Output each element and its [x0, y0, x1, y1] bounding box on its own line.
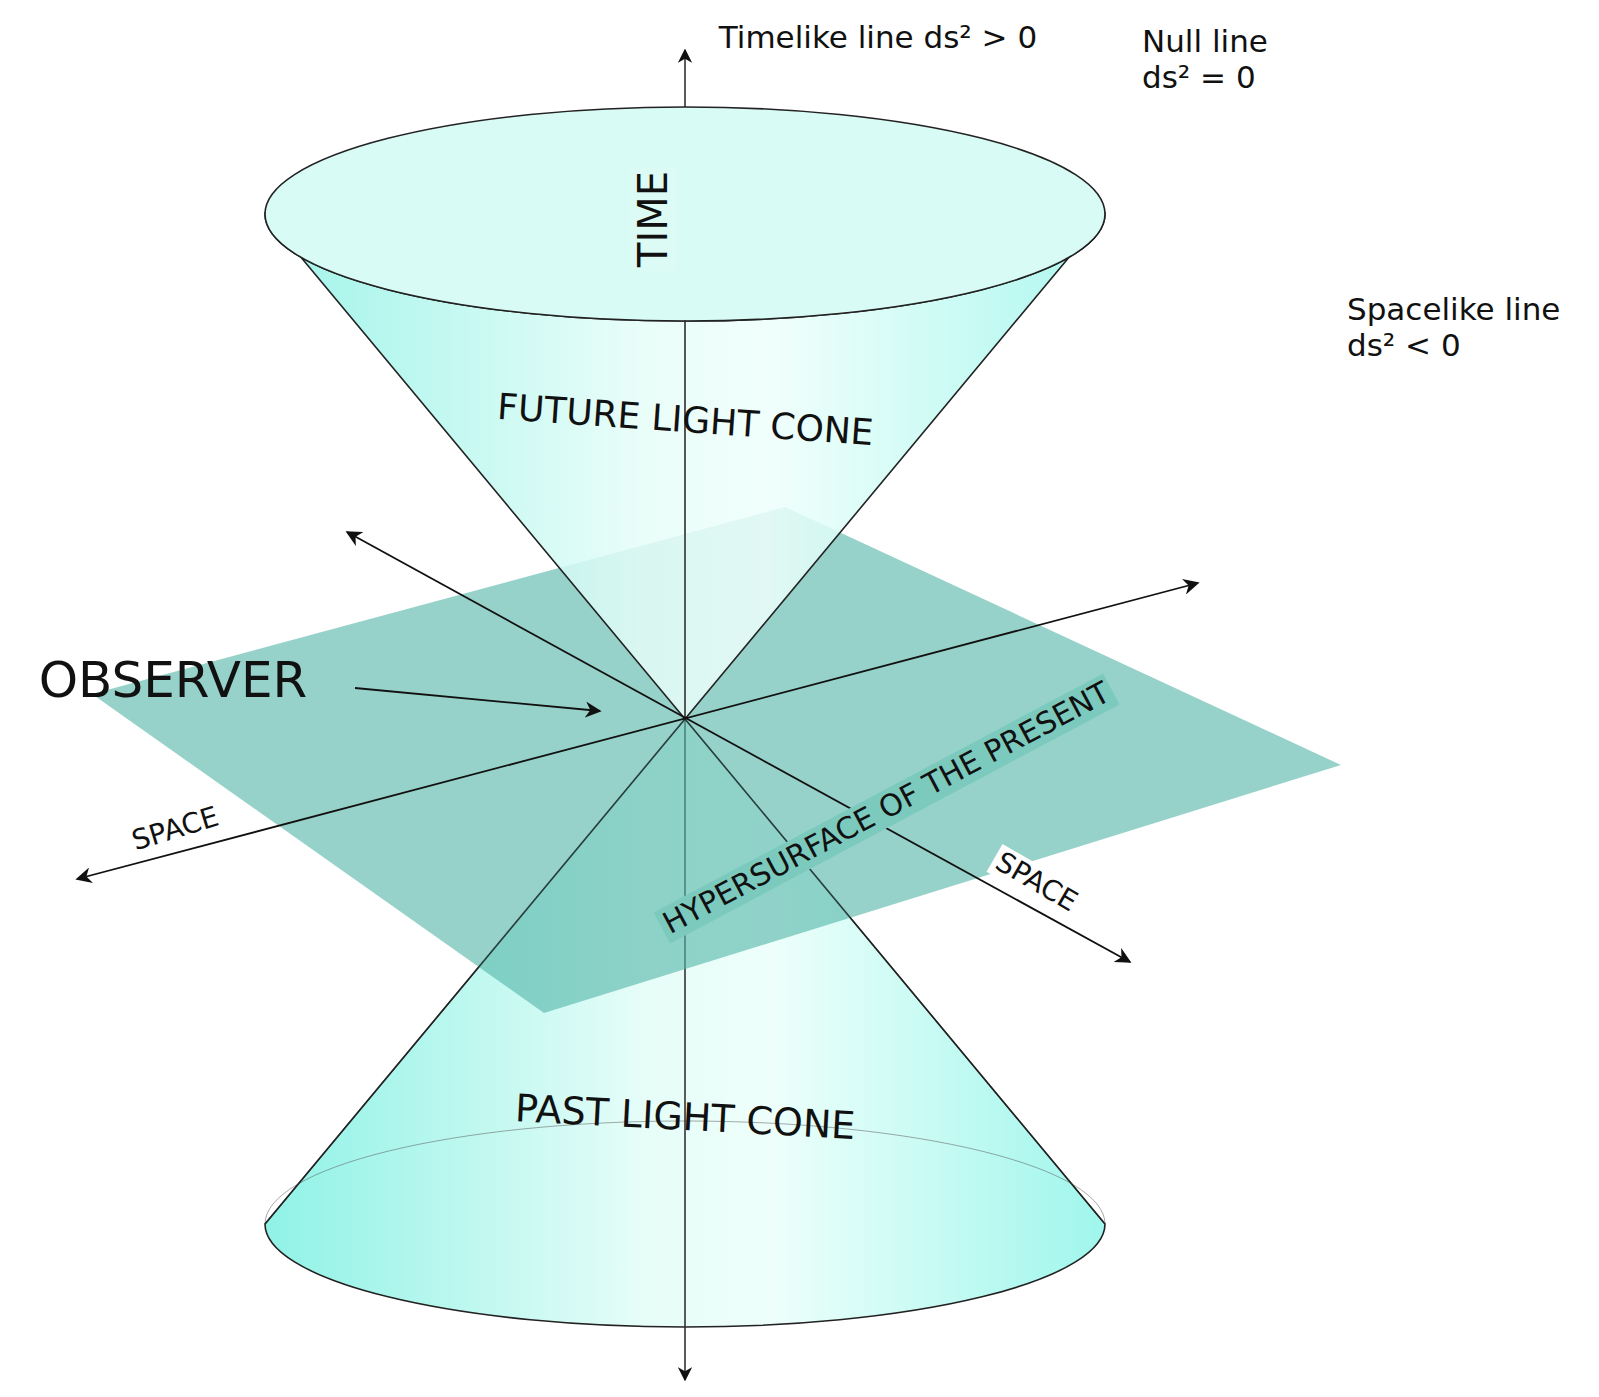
past-cone-edge [265, 719, 685, 1224]
null-label: Null line ds² = 0 [1142, 24, 1322, 95]
observer-pointer [355, 688, 600, 711]
space-axis [347, 532, 1130, 962]
spacelike-label: Spacelike line ds² < 0 [1347, 292, 1587, 363]
time-axis-inner [684, 320, 686, 719]
future-cone-rim [265, 107, 1105, 321]
observer-label: OBSERVER [39, 652, 308, 710]
timelike-label: Timelike line ds² > 0 [719, 20, 1037, 56]
axis-label: TIME [630, 167, 676, 271]
axis-label: SPACE [124, 799, 226, 858]
